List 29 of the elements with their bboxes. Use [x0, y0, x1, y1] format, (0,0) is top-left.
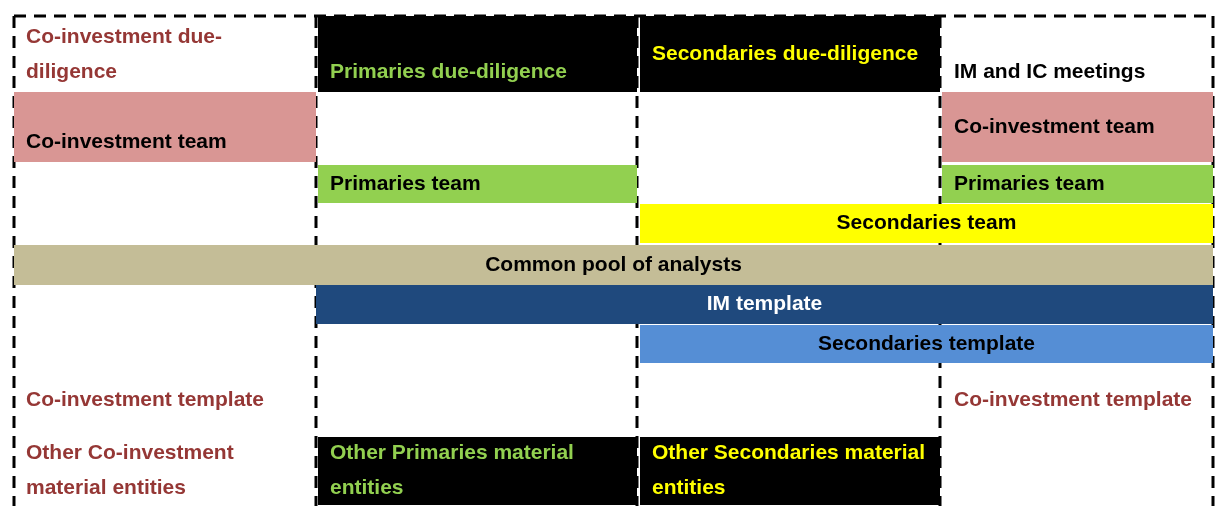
team-bar — [318, 165, 637, 203]
bar-label: IM template — [706, 290, 823, 316]
bar-label: Common pool of analysts — [485, 250, 742, 277]
section-label: Other Co-investment material entities — [26, 439, 235, 500]
team-bar — [14, 92, 316, 162]
bar-label: Co-investment team — [954, 112, 1155, 139]
bar-label: Primaries team — [330, 169, 481, 196]
section-label: IM and IC meetings — [954, 58, 1146, 84]
section-label: Co-investment due-diligence — [26, 23, 223, 84]
bar-label: Co-investment team — [26, 128, 227, 154]
bar-label: Secondaries template — [817, 329, 1036, 356]
bar-label: Secondaries team — [836, 209, 1017, 235]
team-bar — [942, 92, 1213, 162]
team-bar — [640, 204, 1213, 243]
bar-label: Primaries team — [954, 169, 1105, 196]
template-bar — [640, 325, 1213, 363]
column-header — [318, 16, 637, 92]
section-label: Co-investment template — [954, 385, 1193, 412]
material-entities-box — [640, 437, 940, 505]
template-bar — [316, 285, 1213, 324]
bar-label: Primaries due-diligence — [330, 58, 567, 84]
team-bar — [942, 165, 1213, 203]
section-label: Co-investment template — [26, 385, 265, 412]
column-header — [640, 16, 940, 92]
bar-label: Other Primaries material entities — [330, 439, 575, 500]
analyst-pool-bar — [14, 245, 1213, 285]
bar-label: Secondaries due-diligence — [652, 39, 919, 66]
material-entities-box — [318, 437, 637, 505]
bar-label: Other Secondaries material entities — [652, 439, 927, 500]
